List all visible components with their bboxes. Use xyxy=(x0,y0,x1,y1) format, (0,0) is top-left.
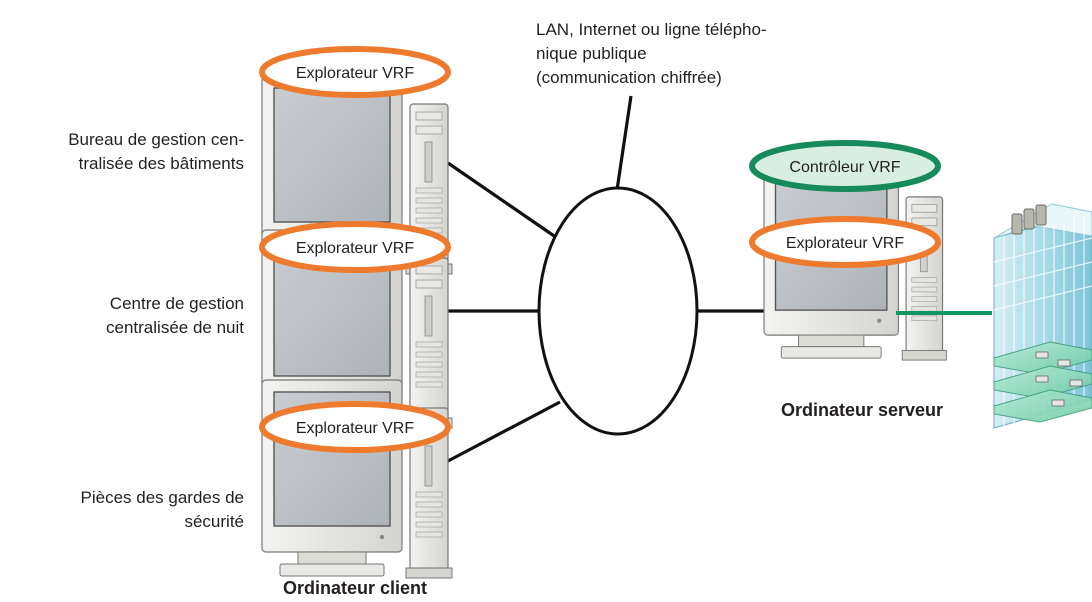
location-line: Pièces des gardes de xyxy=(80,488,245,507)
network-label-line: LAN, Internet ou ligne télépho- xyxy=(536,20,767,39)
network-ellipse xyxy=(537,186,699,436)
network-label: LAN, Internet ou ligne télépho- nique pu… xyxy=(536,18,767,90)
controller-badge: Contrôleur VRF xyxy=(749,140,941,192)
server-caption: Ordinateur serveur xyxy=(780,400,944,420)
explorer-badge: Explorateur VRF xyxy=(259,401,451,453)
network-label-line: nique publique xyxy=(536,44,647,63)
explorer-badge: Explorateur VRF xyxy=(259,221,451,273)
network-label-line: (communication chiffrée) xyxy=(536,68,722,87)
location-line: sécurité xyxy=(184,512,244,531)
link-external xyxy=(615,95,633,191)
location-line: Bureau de gestion cen- xyxy=(68,130,244,149)
network-links xyxy=(447,95,766,463)
explorer-label: Explorateur VRF xyxy=(296,420,414,437)
link-client-1 xyxy=(447,161,561,242)
explorer-badge: Explorateur VRF xyxy=(259,46,451,98)
client-location-label: Pièces des gardes de sécurité xyxy=(81,486,245,534)
location-line: tralisée des bâtiments xyxy=(78,154,244,173)
explorer-label: Explorateur VRF xyxy=(786,235,904,252)
explorer-label: Explorateur VRF xyxy=(296,65,414,82)
controller-label: Contrôleur VRF xyxy=(789,159,900,176)
client-caption: Ordinateur client xyxy=(282,578,428,598)
link-client-3 xyxy=(447,400,561,463)
location-line: centralisée de nuit xyxy=(106,318,244,337)
location-line: Centre de gestion xyxy=(109,294,244,313)
office-building-icon xyxy=(993,203,1092,429)
client-location-label: Centre de gestion centralisée de nuit xyxy=(106,292,244,340)
client-location-label: Bureau de gestion cen- tralisée des bâti… xyxy=(68,128,244,176)
explorer-badge: Explorateur VRF xyxy=(749,216,941,268)
explorer-label: Explorateur VRF xyxy=(296,240,414,257)
